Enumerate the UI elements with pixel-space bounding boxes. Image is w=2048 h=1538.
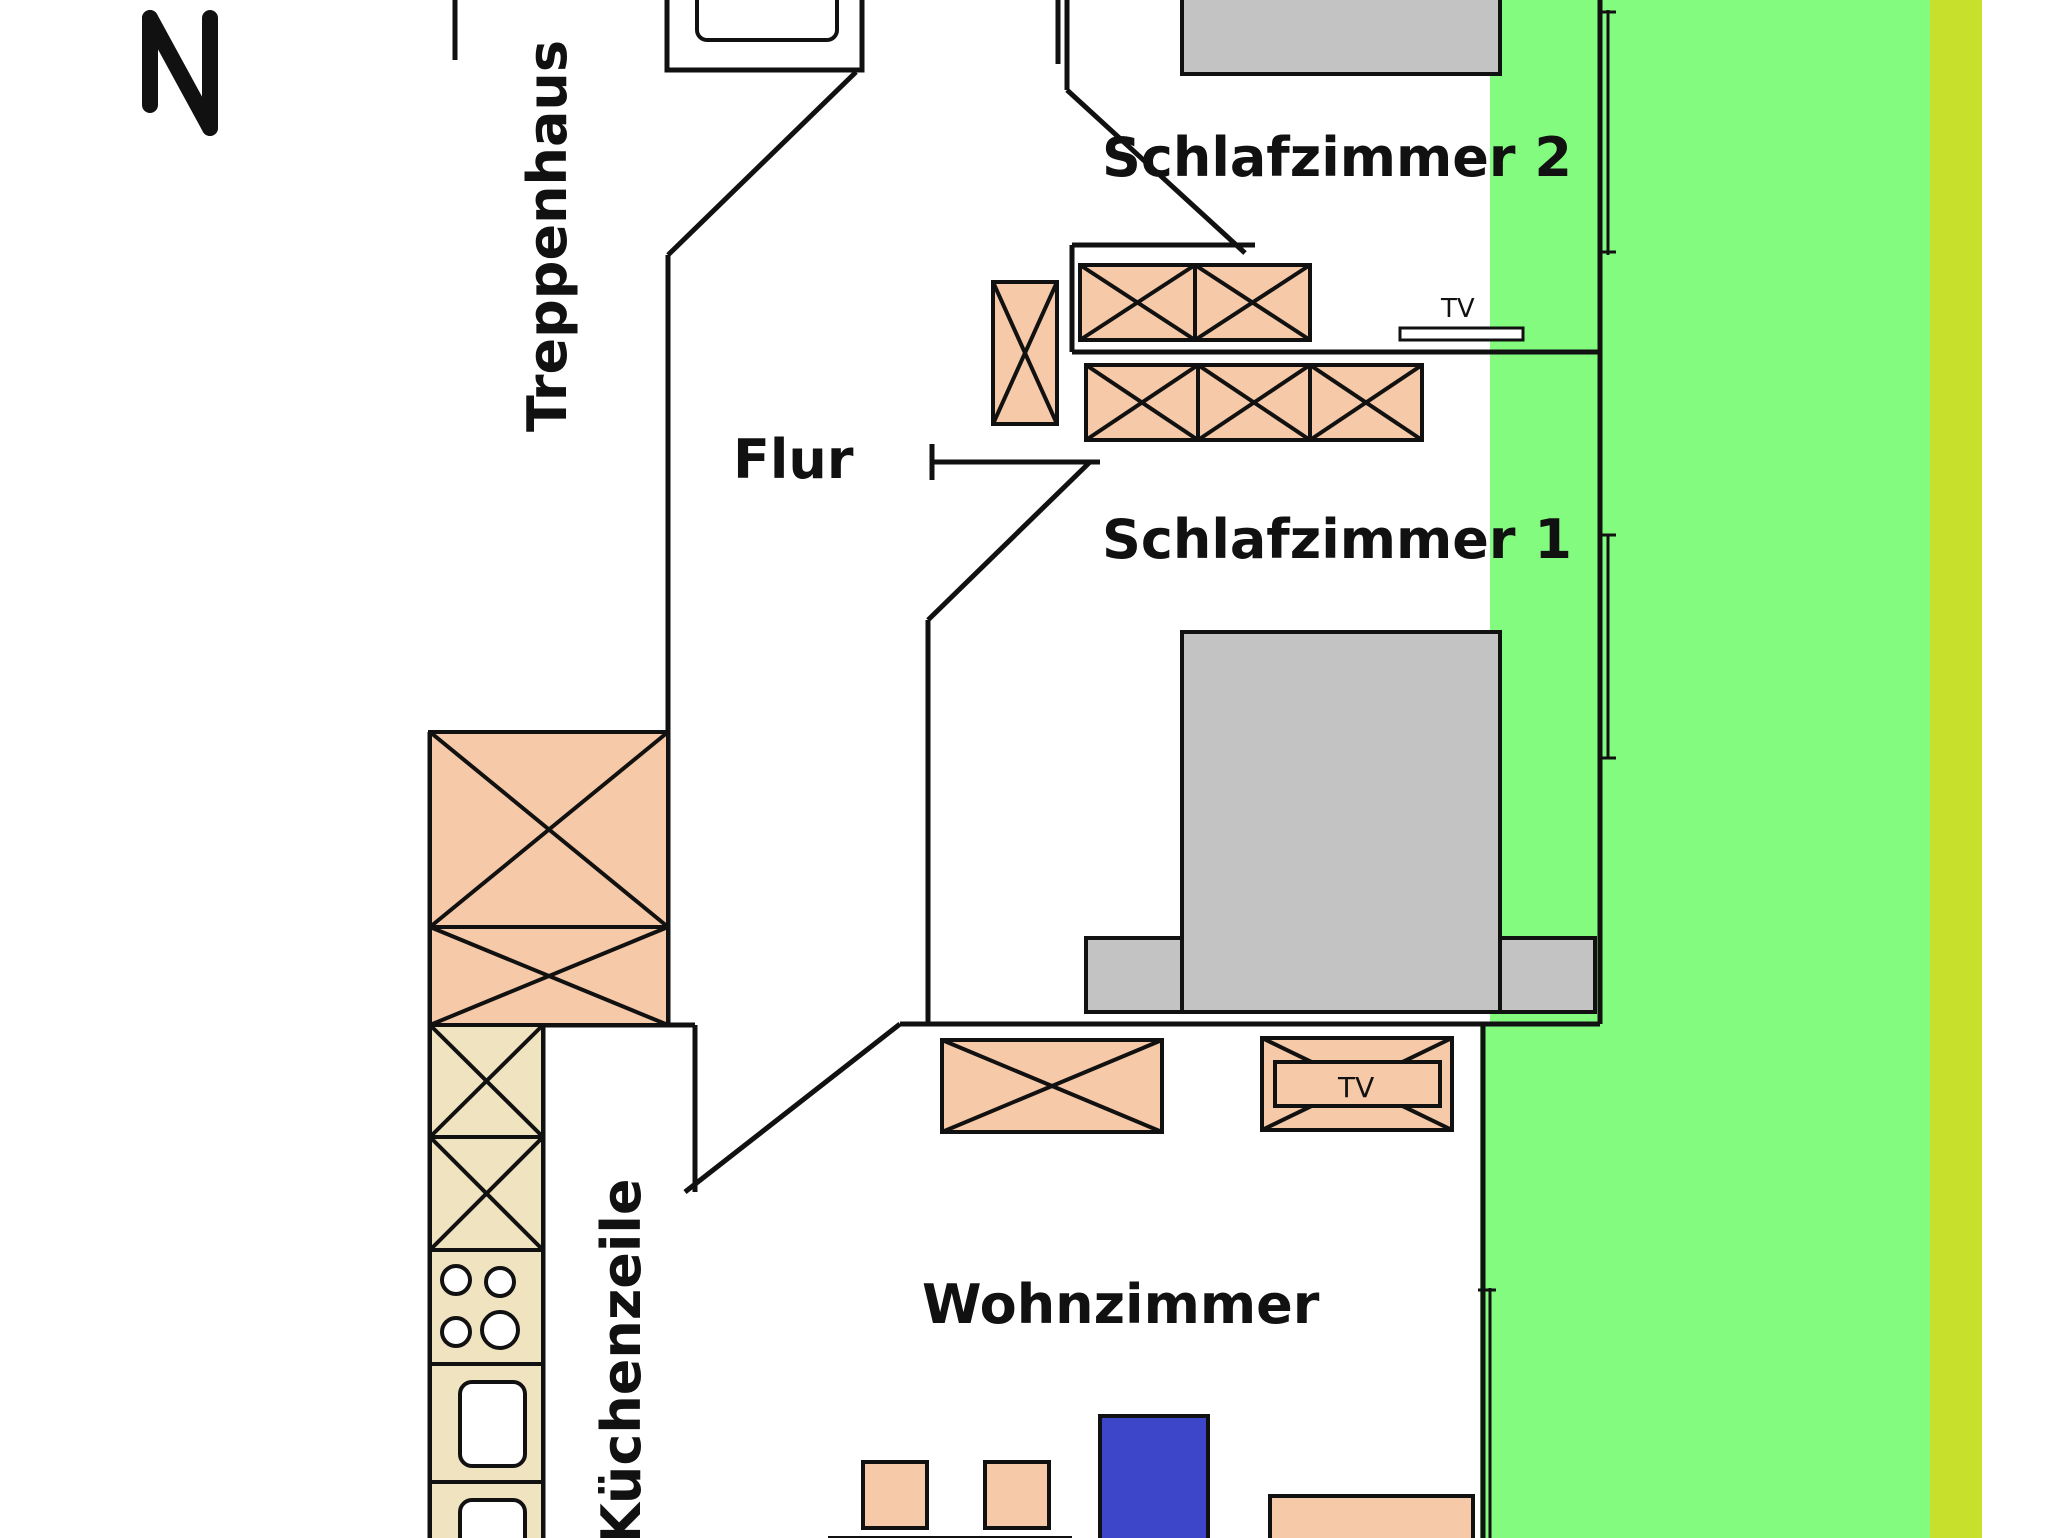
tv-living-label: TV bbox=[1337, 1071, 1374, 1104]
garden-lawn bbox=[1490, 0, 1930, 1538]
wardrobe-schlafzimmer-2 bbox=[1078, 263, 1312, 342]
north-arrow-icon bbox=[142, 10, 218, 136]
room-label-flur: Flur bbox=[733, 428, 854, 491]
garden-edge bbox=[1930, 0, 1982, 1538]
room-label-kuechenzeile: Küchenzeile bbox=[590, 1178, 653, 1538]
room-label-schlafzimmer-1: Schlafzimmer 1 bbox=[1102, 508, 1572, 571]
wardrobe-flur bbox=[991, 280, 1059, 426]
armchair-blue bbox=[1098, 1414, 1210, 1538]
sideboard-living bbox=[940, 1038, 1164, 1134]
tv-cabinet-living bbox=[1260, 1036, 1454, 1132]
stove-icon bbox=[428, 1248, 545, 1366]
room-label-schlafzimmer-2: Schlafzimmer 2 bbox=[1102, 126, 1572, 189]
sofa bbox=[1268, 1494, 1475, 1538]
chair bbox=[983, 1460, 1051, 1530]
bed-schlafzimmer-1 bbox=[1084, 630, 1597, 1014]
wardrobe-schlafzimmer-1 bbox=[1084, 363, 1424, 442]
chair bbox=[861, 1460, 929, 1530]
tv-bedroom-label: TV bbox=[1440, 294, 1475, 324]
sink-icon bbox=[428, 1362, 545, 1538]
kitchen-cabinets bbox=[428, 1023, 545, 1252]
bed-schlafzimmer-2 bbox=[1180, 0, 1502, 76]
tv-bedroom bbox=[1398, 326, 1525, 342]
wardrobe-kitchen-tall bbox=[428, 730, 670, 1027]
bathtub bbox=[664, 0, 865, 73]
windows bbox=[1478, 10, 1616, 1538]
room-label-wohnzimmer: Wohnzimmer bbox=[922, 1273, 1320, 1336]
room-label-treppenhaus: Treppenhaus bbox=[516, 40, 579, 432]
